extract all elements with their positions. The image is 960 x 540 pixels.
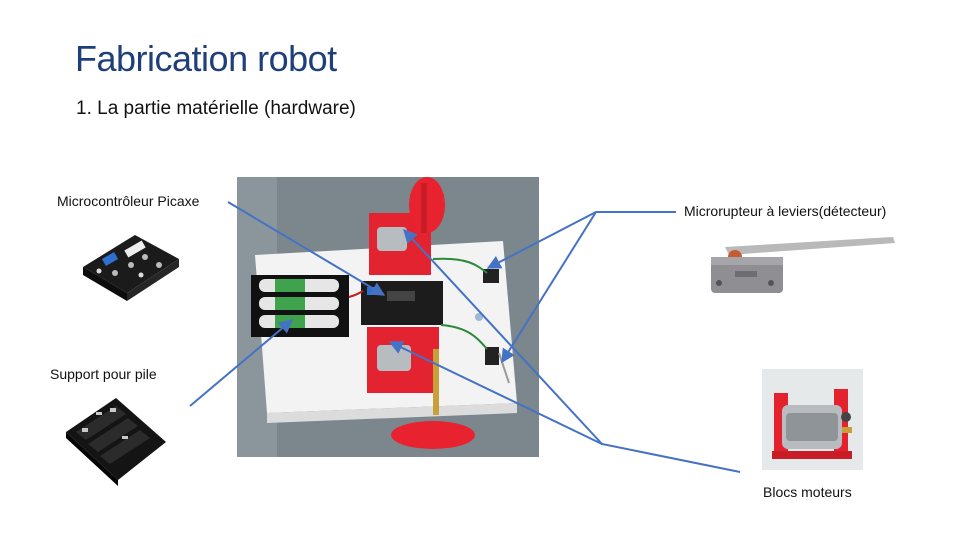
connector-motor-2: [390, 342, 602, 444]
connector-microcontroller: [228, 202, 384, 295]
connector-microswitch-2: [502, 212, 596, 362]
connector-microswitch: [488, 212, 676, 268]
connector-battery: [190, 320, 292, 406]
connector-motor: [404, 230, 740, 472]
